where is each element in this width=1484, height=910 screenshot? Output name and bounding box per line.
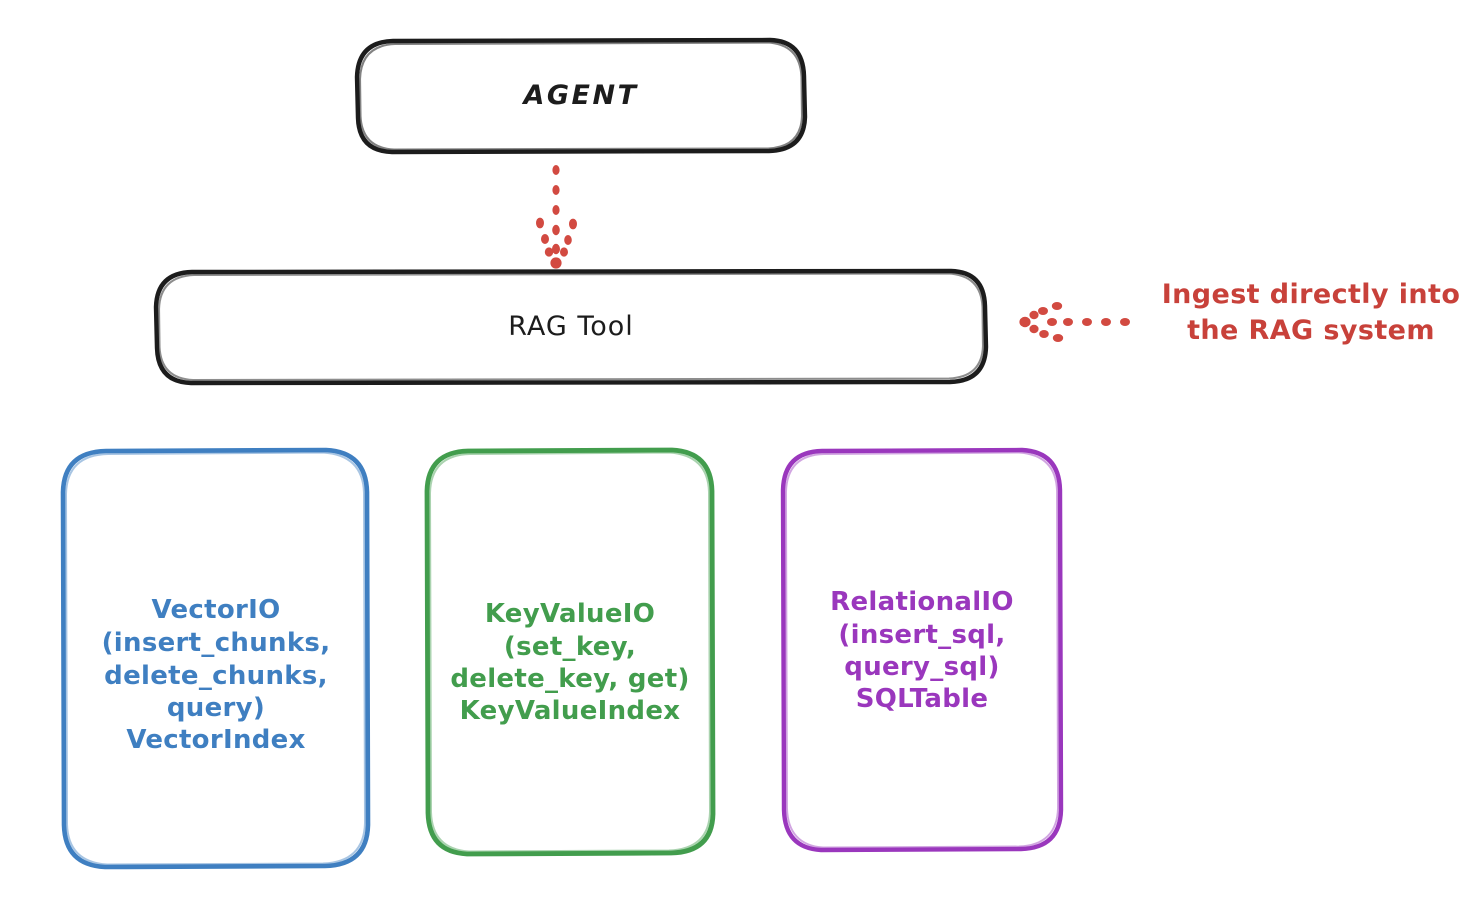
vector-io-box[interactable]: VectorIO (insert_chunks, delete_chunks, …	[64, 450, 368, 867]
key-value-io-box-outline	[424, 447, 716, 857]
sql-table-label: SQLTable	[855, 684, 989, 715]
key-value-io-content: KeyValueIO (set_key, delete_key, get) Ke…	[440, 598, 700, 726]
vector-index-label: VectorIndex	[126, 725, 306, 755]
relational-io-box[interactable]: RelationalIO (insert_sql, query_sql) SQL…	[784, 450, 1060, 850]
agent-to-rag-tool-arrow	[536, 165, 577, 269]
agent-box-outline	[354, 37, 808, 155]
vector-io-box-outline	[60, 447, 371, 870]
rag-tool-box[interactable]: RAG Tool	[156, 271, 986, 383]
agent-box[interactable]: AGENT	[357, 40, 805, 153]
relational-io-content: RelationalIO (insert_sql, query_sql) SQL…	[798, 586, 1046, 714]
relational-io-label: RelationalIO (insert_sql, query_sql)	[830, 586, 1014, 683]
key-value-index-label: KeyValueIndex	[459, 696, 681, 727]
agent-label: AGENT	[523, 80, 639, 112]
relational-io-box-outline	[780, 447, 1064, 853]
key-value-io-label: KeyValueIO (set_key, delete_key, get)	[450, 598, 690, 695]
key-value-io-box[interactable]: KeyValueIO (set_key, delete_key, get) Ke…	[428, 450, 712, 854]
rag-tool-label: RAG Tool	[508, 310, 634, 342]
ingest-annotation-text: Ingest directly into the RAG system	[1161, 279, 1461, 346]
vector-io-label: VectorIO (insert_chunks, delete_chunks, …	[101, 595, 331, 724]
rag-tool-box-outline	[153, 268, 989, 386]
vector-io-content: VectorIO (insert_chunks, delete_chunks, …	[80, 594, 352, 755]
ingest-to-rag-tool-arrow	[1019, 302, 1130, 342]
